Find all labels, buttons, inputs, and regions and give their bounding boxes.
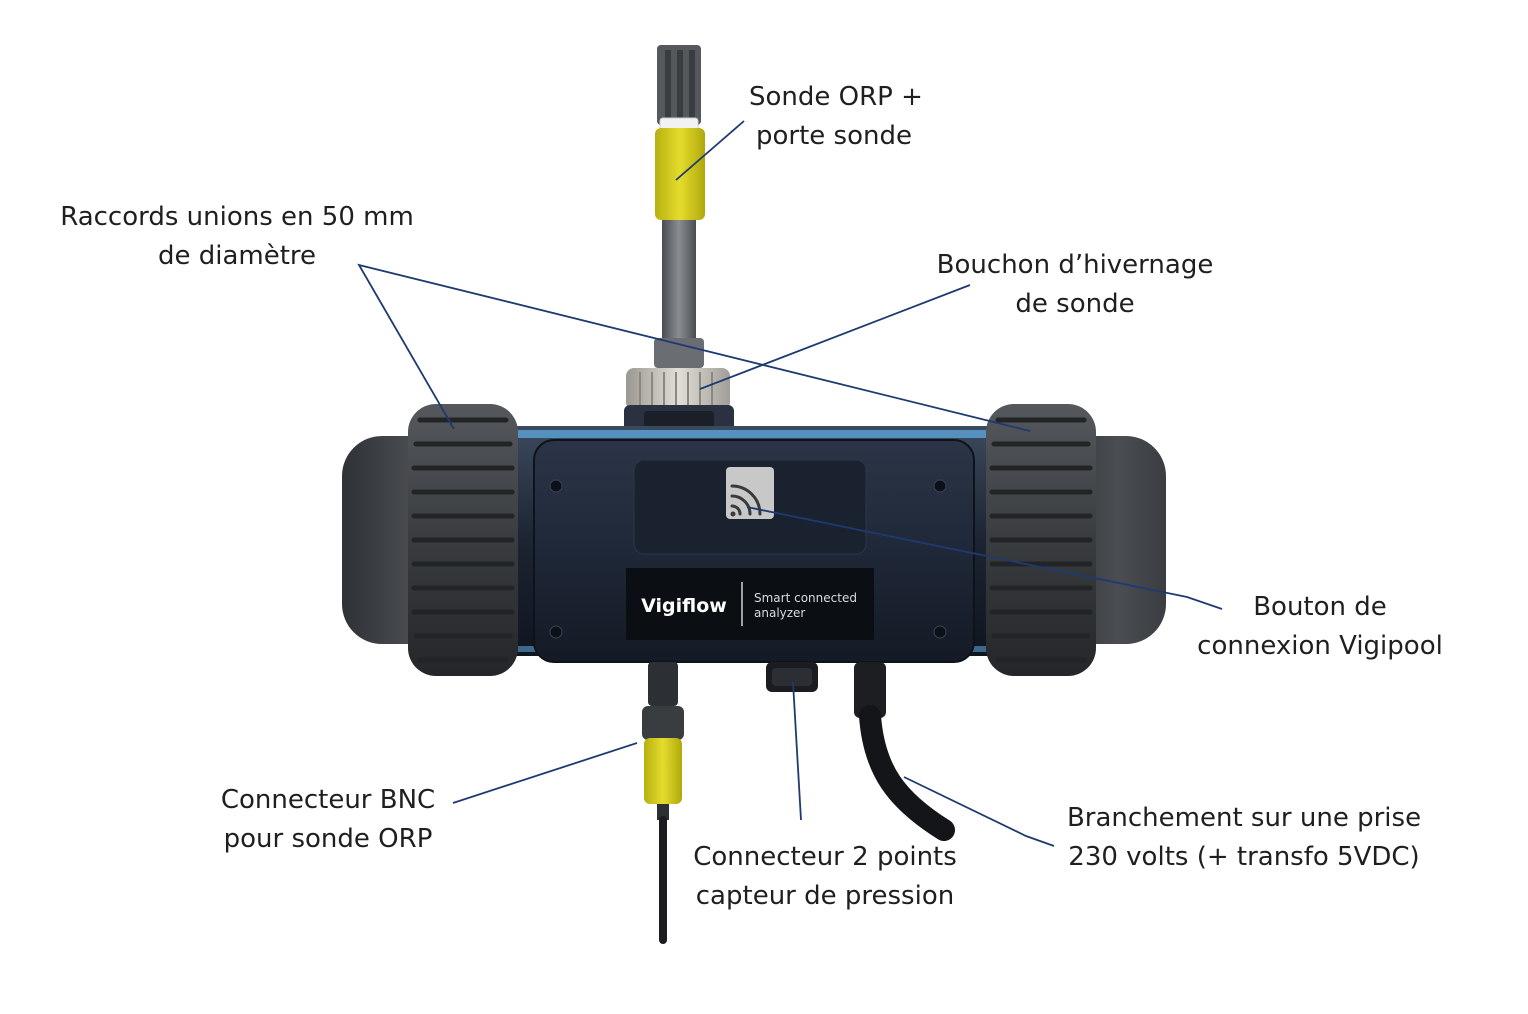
label-cap-line1: Bouchon d’hivernage: [936, 250, 1214, 280]
power-cable: [854, 662, 955, 841]
leader-probe: [675, 120, 745, 181]
label-cap-line2: de sonde: [1015, 289, 1135, 319]
label-pressure-line1: Connecteur 2 points: [693, 842, 957, 872]
label-cap: Bouchon d’hivernage de sonde: [930, 246, 1220, 324]
brand-name: Vigiflow: [641, 595, 727, 617]
leader-button: [746, 506, 1223, 610]
leader-cap: [699, 284, 971, 390]
leader-lines: [357, 120, 1223, 847]
pressure-connector: [766, 662, 818, 692]
brand-tagline-line1: Smart connected: [754, 591, 857, 605]
label-bnc-line2: pour sonde ORP: [223, 824, 433, 854]
right-union: [986, 404, 1166, 676]
pipe-blue-ring-top: [500, 430, 1010, 438]
label-power: Branchement sur une prise 230 volts (+ t…: [1060, 799, 1428, 877]
label-unions: Raccords unions en 50 mm de diamètre: [56, 198, 418, 276]
leader-bnc: [452, 742, 638, 804]
orp-probe: [654, 45, 705, 368]
label-power-line2: 230 volts (+ transfo 5VDC): [1068, 842, 1420, 872]
label-bnc-line1: Connecteur BNC: [220, 785, 436, 815]
bnc-connector: [642, 662, 684, 944]
label-pressure-line2: capteur de pression: [695, 881, 955, 911]
label-pressure: Connecteur 2 points capteur de pression: [680, 838, 970, 916]
label-button: Bouton de connexion Vigipool: [1188, 588, 1452, 666]
brand-tagline-line2: analyzer: [754, 606, 805, 620]
leader-power: [903, 776, 1055, 847]
label-probe: Sonde ORP + porte sonde: [749, 78, 923, 156]
label-unions-line2: de diamètre: [157, 241, 317, 271]
leader-unions: [357, 263, 1031, 432]
label-probe-line1: Sonde ORP +: [749, 82, 923, 112]
leader-pressure: [792, 681, 802, 821]
label-probe-line2: porte sonde: [756, 121, 912, 151]
label-button-line1: Bouton de: [1253, 592, 1387, 622]
label-button-line2: connexion Vigipool: [1197, 631, 1443, 661]
label-bnc: Connecteur BNC pour sonde ORP: [208, 781, 448, 859]
label-unions-line1: Raccords unions en 50 mm: [60, 202, 414, 232]
label-power-line1: Branchement sur une prise: [1066, 803, 1422, 833]
brand-plate: Vigiflow Smart connected analyzer: [626, 568, 874, 640]
left-union: [342, 404, 518, 676]
